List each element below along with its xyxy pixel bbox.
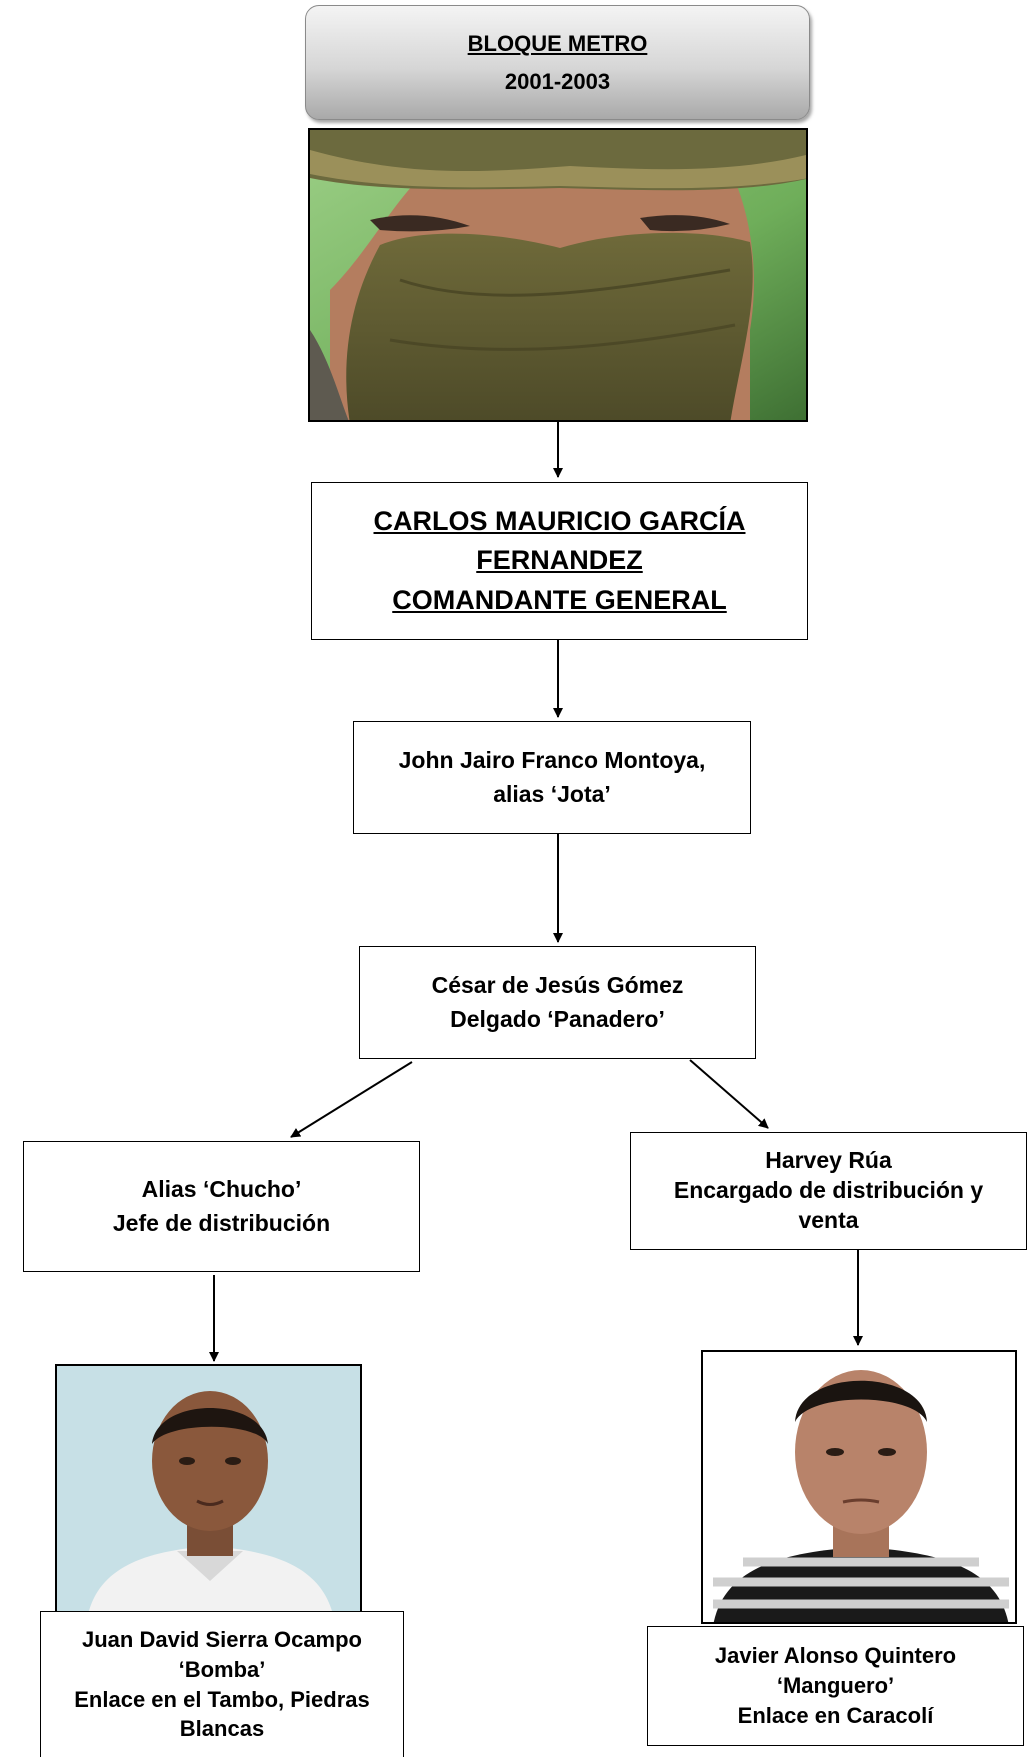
jota-box: John Jairo Franco Montoya, alias ‘Jota’ xyxy=(353,721,751,834)
manguero-box: Javier Alonso Quintero ‘Manguero’ Enlace… xyxy=(647,1626,1024,1746)
manguero-line3: Enlace en Caracolí xyxy=(737,1702,934,1728)
header-box: BLOQUE METRO 2001-2003 xyxy=(305,5,810,120)
commander-name-line2: FERNANDEZ xyxy=(476,545,643,576)
bomba-line2: ‘Bomba’ xyxy=(178,1656,266,1682)
manguero-line1: Javier Alonso Quintero xyxy=(714,1643,957,1669)
chucho-line2: Jefe de distribución xyxy=(112,1209,331,1236)
panadero-box: César de Jesús Gómez Delgado ‘Panadero’ xyxy=(359,946,756,1059)
header-title: BLOQUE METRO xyxy=(467,31,648,57)
manguero-line2: ‘Manguero’ xyxy=(776,1673,895,1699)
chucho-line1: Alias ‘Chucho’ xyxy=(141,1176,302,1203)
manguero-portrait-photo xyxy=(701,1350,1017,1624)
panadero-line2: Delgado ‘Panadero’ xyxy=(450,1005,665,1032)
jota-line1: John Jairo Franco Montoya, xyxy=(398,747,706,774)
harvey-line2: Encargado de distribución y xyxy=(673,1177,984,1204)
harvey-box: Harvey Rúa Encargado de distribución y v… xyxy=(630,1132,1027,1250)
bomba-line1: Juan David Sierra Ocampo xyxy=(82,1626,362,1652)
masked-commander-photo xyxy=(308,128,808,422)
commander-role: COMANDANTE GENERAL xyxy=(392,584,727,615)
commander-name-line1: CARLOS MAURICIO GARCÍA xyxy=(373,506,746,537)
harvey-line1: Harvey Rúa xyxy=(765,1147,892,1174)
manguero-portrait-image xyxy=(703,1352,1015,1622)
panadero-line1: César de Jesús Gómez xyxy=(431,972,684,999)
bomba-box: Juan David Sierra Ocampo ‘Bomba’ Enlace … xyxy=(40,1611,404,1757)
arrow-panadero-to-harvey xyxy=(689,1059,769,1129)
bomba-line4: Blancas xyxy=(179,1716,265,1742)
bomba-line3: Enlace en el Tambo, Piedras xyxy=(74,1686,370,1712)
header-years: 2001-2003 xyxy=(504,68,611,94)
jota-line2: alias ‘Jota’ xyxy=(493,780,611,807)
chucho-box: Alias ‘Chucho’ Jefe de distribución xyxy=(23,1141,420,1272)
masked-commander-image xyxy=(310,130,806,420)
bomba-portrait-image xyxy=(57,1366,360,1615)
bomba-portrait-photo xyxy=(55,1364,362,1617)
harvey-line3: venta xyxy=(798,1206,859,1233)
commander-box: CARLOS MAURICIO GARCÍA FERNANDEZ COMANDA… xyxy=(311,482,808,640)
arrow-panadero-to-chucho xyxy=(290,1061,413,1138)
